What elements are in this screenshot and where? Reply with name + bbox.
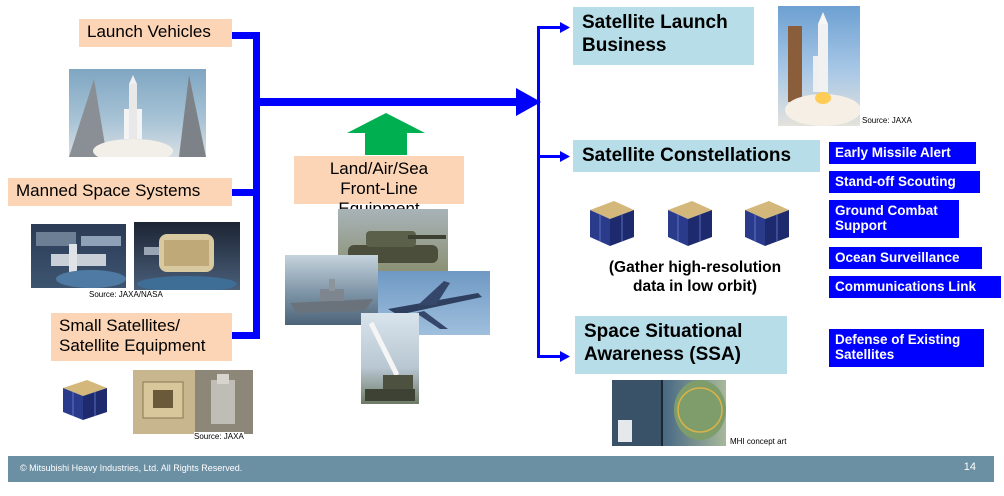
tag-ground-combat-line1: Ground Combat <box>835 203 938 218</box>
satellite-icon-3 <box>739 196 795 250</box>
ssa-line1: Space Situational <box>584 321 743 342</box>
small-satellite-icon <box>57 376 113 424</box>
tag-defense-existing-satellites: Defense of Existing Satellites <box>829 329 984 367</box>
constellation-caption-line2: data in low orbit) <box>633 278 757 295</box>
satellite-icon-1 <box>584 196 640 250</box>
constellation-caption: (Gather high-resolution data in low orbi… <box>580 258 810 296</box>
source-mhi-concept: MHI concept art <box>730 437 787 446</box>
up-arrow-icon <box>347 113 425 155</box>
satellite-constellations-label: Satellite Constellations <box>573 140 820 172</box>
small-satellites-line2: Satellite Equipment <box>59 336 206 355</box>
footer-copyright: © Mitsubishi Heavy Industries, Ltd. All … <box>20 463 243 473</box>
fighter-jet-photo <box>378 271 490 335</box>
small-satellites-label: Small Satellites/ Satellite Equipment <box>51 313 232 361</box>
tag-ground-combat-line2: Support <box>835 218 887 233</box>
source-jaxa-rocket: Source: JAXA <box>862 116 912 125</box>
launch-vehicle-photo <box>69 69 206 157</box>
land-air-sea-label: Land/Air/Sea Front-Line Equipment <box>294 156 464 218</box>
page-number: 14 <box>963 461 976 473</box>
satellite-launch-business-line2: Business <box>582 35 667 56</box>
source-jaxa-equipment: Source: JAXA <box>194 432 244 441</box>
rocket-launch-photo <box>778 6 860 126</box>
tag-communications-link: Communications Link <box>829 276 1001 298</box>
satellite-equipment-photo <box>133 370 253 434</box>
missile-launch-photo <box>361 313 419 404</box>
ssa-line2: Awareness (SSA) <box>584 344 741 365</box>
ssa-label: Space Situational Awareness (SSA) <box>575 316 787 374</box>
tag-standoff-scouting: Stand-off Scouting <box>829 171 980 193</box>
land-air-sea-line1: Land/Air/Sea <box>329 159 429 178</box>
satellite-launch-business-label: Satellite Launch Business <box>573 7 754 65</box>
manned-space-label: Manned Space Systems <box>8 178 232 206</box>
tag-early-missile-alert: Early Missile Alert <box>829 142 976 164</box>
space-station-photo <box>31 224 126 288</box>
cargo-vehicle-photo <box>134 222 240 290</box>
small-satellites-line1: Small Satellites/ <box>59 316 180 335</box>
launch-vehicles-label: Launch Vehicles <box>79 19 232 47</box>
satellite-icon-2 <box>662 196 718 250</box>
footer-bar: © Mitsubishi Heavy Industries, Ltd. All … <box>8 456 994 482</box>
source-jaxa-nasa: Source: JAXA/NASA <box>89 290 163 299</box>
ssa-concept-photo <box>612 380 726 446</box>
tag-defense-line2: Satellites <box>835 347 895 362</box>
satellite-launch-business-line1: Satellite Launch <box>582 12 728 33</box>
constellation-caption-line1: (Gather high-resolution <box>608 259 782 276</box>
tag-ocean-surveillance: Ocean Surveillance <box>829 247 982 269</box>
tag-ground-combat-support: Ground Combat Support <box>829 200 959 238</box>
tag-defense-line1: Defense of Existing <box>835 332 961 347</box>
